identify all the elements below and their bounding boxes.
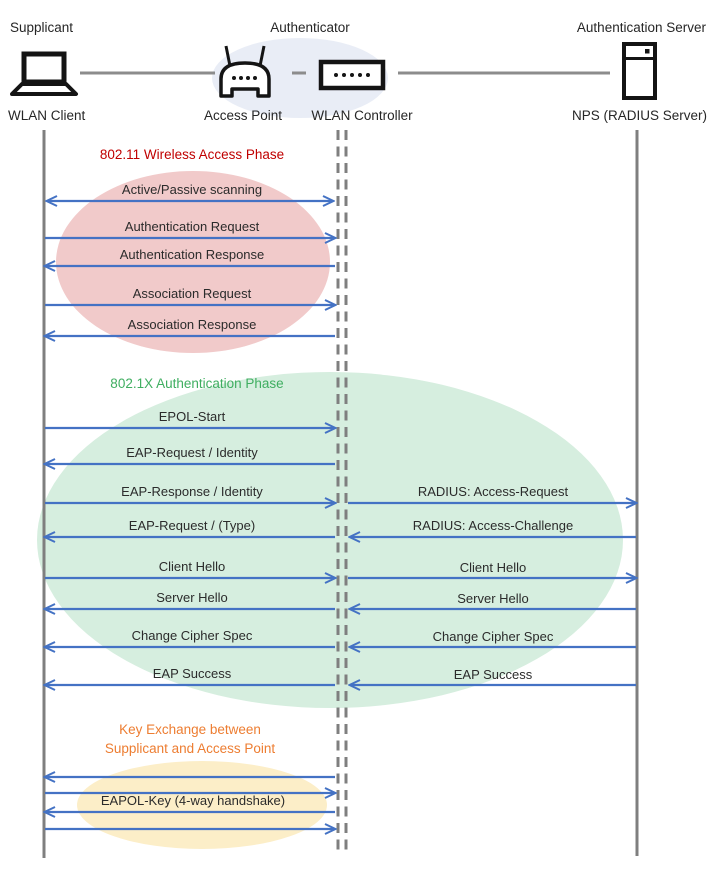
message-label-eap-success-left: EAP Success: [152, 666, 232, 681]
laptop-icon: [10, 51, 78, 96]
lifeline-wlan-controller: [336, 130, 348, 852]
message-label-association-request: Association Request: [132, 286, 252, 301]
message-label-client-hello-left: Client Hello: [158, 559, 226, 574]
server-icon: [622, 42, 657, 100]
message-label-association-response: Association Response: [127, 317, 257, 332]
message-label-active-passive-scanning: Active/Passive scanning: [121, 182, 263, 197]
role-authenticator: Authenticator: [270, 20, 350, 35]
message-label-radius-access-request: RADIUS: Access-Request: [417, 484, 569, 499]
phase2-title: 802.1X Authentication Phase: [110, 376, 284, 391]
message-label-change-cipher-right: Change Cipher Spec: [432, 629, 554, 644]
message-label-change-cipher-left: Change Cipher Spec: [131, 628, 253, 643]
messages-authenticator-server: [348, 503, 636, 685]
authenticator-halo-ellipse: [212, 38, 388, 118]
message-label-epol-start: EPOL-Start: [158, 409, 226, 424]
access-point-icon: [219, 45, 271, 98]
device-access-point: Access Point: [203, 108, 283, 123]
message-label-server-hello-left: Server Hello: [156, 590, 228, 605]
message-label-eap-request-type: EAP-Request / (Type): [128, 518, 256, 533]
role-authentication-server: Authentication Server: [576, 20, 706, 35]
phase3-ellipse: [77, 761, 327, 849]
phase2-ellipse: [37, 372, 623, 708]
message-label-authentication-request: Authentication Request: [124, 219, 260, 234]
message-label-authentication-response: Authentication Response: [119, 247, 265, 262]
controller-icon: [318, 59, 386, 91]
message-label-eapol-key: EAPOL-Key (4-way handshake): [100, 793, 286, 808]
device-wlan-controller: WLAN Controller: [311, 108, 413, 123]
phase1-title: 802.11 Wireless Access Phase: [99, 147, 285, 162]
message-label-eap-request-identity: EAP-Request / Identity: [126, 445, 258, 460]
device-nps-server: NPS (RADIUS Server): [571, 108, 707, 123]
device-wlan-client: WLAN Client: [8, 108, 86, 123]
message-label-eap-response-identity: EAP-Response / Identity: [121, 484, 263, 499]
phase3-title-line2: Supplicant and Access Point: [104, 741, 276, 756]
phase1-ellipse: [56, 171, 330, 353]
messages-supplicant-authenticator: [45, 201, 335, 829]
message-label-server-hello-right: Server Hello: [457, 591, 529, 606]
message-label-eap-success-right: EAP Success: [453, 667, 533, 682]
role-supplicant: Supplicant: [10, 20, 74, 35]
phase3-title-line1: Key Exchange between: [119, 722, 261, 737]
message-label-client-hello-right: Client Hello: [459, 560, 527, 575]
message-label-radius-access-challenge: RADIUS: Access-Challenge: [412, 518, 574, 533]
